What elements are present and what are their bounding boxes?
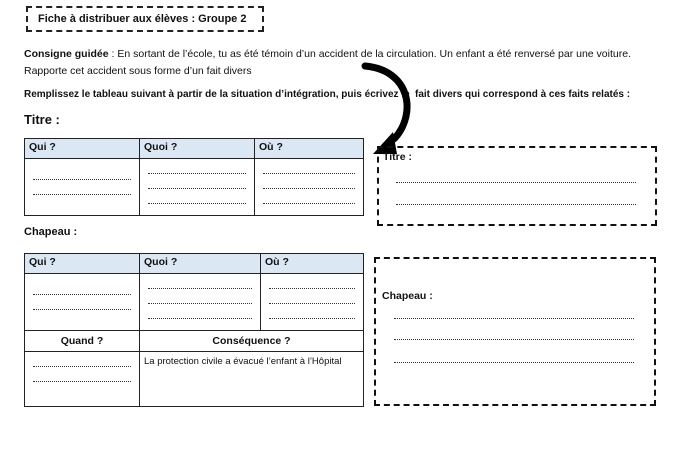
guided-instruction-line2: Rapporte cet accident sous forme d’un fa… — [24, 65, 252, 77]
chapeau-cell-qui[interactable] — [24, 273, 140, 331]
titre-col-quoi: Quoi ? — [139, 138, 255, 159]
chapeau-answer-line[interactable] — [394, 362, 634, 363]
titre-answer-line[interactable] — [396, 204, 636, 205]
titre-heading: Titre : — [24, 112, 60, 127]
chapeau-col-quoi: Quoi ? — [139, 253, 261, 274]
chapeau-cell-ou[interactable] — [260, 273, 364, 331]
worksheet-title: Fiche à distribuer aux élèves : Groupe 2 — [26, 6, 264, 32]
chapeau-table: Qui ? Quoi ? Où ? Quand ? Conséquence ? … — [24, 253, 364, 407]
titre-cell-ou[interactable] — [254, 158, 364, 216]
titre-cell-qui[interactable] — [24, 158, 140, 216]
task-instruction-part1: Remplissez le tableau suivant à partir d… — [24, 89, 410, 100]
titre-table: Qui ? Quoi ? Où ? — [24, 138, 364, 216]
titre-cell-quoi[interactable] — [139, 158, 255, 216]
chapeau-answer-line[interactable] — [394, 339, 634, 340]
curved-arrow-icon — [361, 62, 411, 154]
titre-answer-box[interactable] — [377, 146, 657, 226]
chapeau-col-qui: Qui ? — [24, 253, 140, 274]
consequence-text: La protection civile a évacué l’enfant à… — [144, 356, 342, 367]
titre-col-ou: Où ? — [254, 138, 364, 159]
chapeau-answer-label: Chapeau : — [382, 290, 433, 302]
task-instruction-part2: fait divers qui correspond à ces faits r… — [415, 89, 631, 100]
guided-instruction: Consigne guidée : En sortant de l’école,… — [24, 46, 631, 62]
chapeau-col-ou: Où ? — [260, 253, 364, 274]
chapeau-cell-quand[interactable] — [24, 351, 140, 407]
chapeau-heading: Chapeau : — [24, 226, 78, 238]
titre-answer-label: Titre : — [383, 151, 412, 163]
titre-answer-line[interactable] — [396, 182, 636, 183]
guided-label: Consigne guidée — [24, 48, 109, 60]
chapeau-answer-box[interactable] — [374, 257, 656, 406]
chapeau-col-quand: Quand ? — [24, 330, 140, 352]
chapeau-col-consequence: Conséquence ? — [139, 330, 364, 352]
guided-text: : En sortant de l’école, tu as été témoi… — [108, 48, 631, 60]
titre-col-qui: Qui ? — [24, 138, 140, 159]
chapeau-cell-consequence[interactable]: La protection civile a évacué l’enfant à… — [139, 351, 364, 407]
chapeau-cell-quoi[interactable] — [139, 273, 261, 331]
chapeau-answer-line[interactable] — [394, 318, 634, 319]
